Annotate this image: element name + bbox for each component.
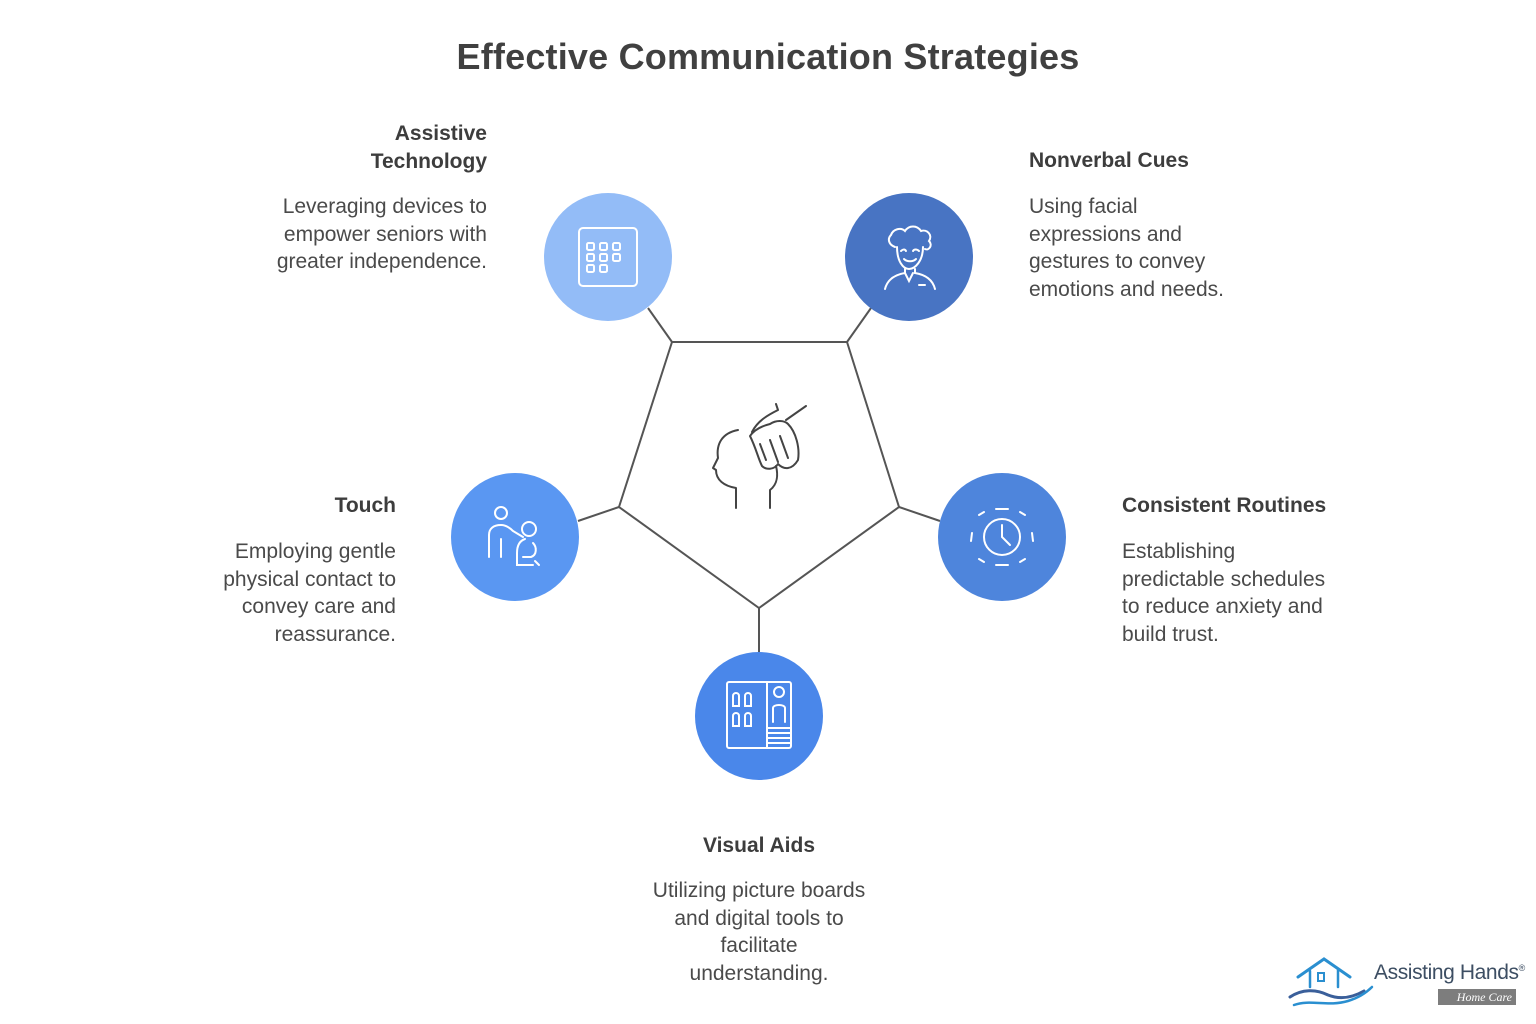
- picture-board-icon: [726, 681, 792, 749]
- elder-face-icon: [884, 225, 936, 290]
- caregiver-icon: [488, 506, 540, 566]
- clock-icon: [970, 508, 1034, 566]
- registered-mark: ®: [1518, 963, 1526, 973]
- connector-nonverbal-cues: [846, 307, 872, 343]
- consistent-routines-label: Consistent Routines: [1122, 494, 1327, 517]
- visual-aids-circle: [695, 652, 823, 780]
- consistent-routines-description: Establishing predictable schedules to re…: [1122, 540, 1326, 646]
- hand-on-head-icon: [712, 403, 807, 509]
- touch-description: Employing gentle physical contact to con…: [223, 540, 396, 646]
- logo-name: Assisting Hands®: [1374, 961, 1526, 984]
- assistive-technology-label: Assistive Technology: [370, 122, 487, 173]
- nonverbal-cues-circle: [845, 193, 973, 321]
- consistent-routines-circle: [938, 473, 1066, 601]
- tablet-icon: [578, 227, 638, 287]
- diagram-title: Effective Communication Strategies: [456, 36, 1080, 77]
- assistive-technology-circle: [544, 193, 672, 321]
- visual-aids-description: Utilizing picture boards and digital too…: [652, 879, 866, 985]
- central-pentagon: [617, 341, 901, 610]
- assistive-technology-description: Leveraging devices to empower seniors wi…: [276, 195, 487, 273]
- touch-label: Touch: [334, 494, 396, 517]
- house-hand-logo-icon: [1288, 957, 1374, 1007]
- visual-aids-label: Visual Aids: [702, 834, 816, 857]
- logo-subtitle: Home Care: [1438, 989, 1516, 1005]
- nonverbal-cues-description: Using facial expressions and gestures to…: [1029, 195, 1224, 301]
- connector-consistent-routines: [898, 506, 941, 522]
- connector-assistive-technology: [647, 307, 673, 343]
- touch-circle: [451, 473, 579, 601]
- assisting-hands-logo: Assisting Hands® Home Care: [1288, 955, 1528, 1015]
- nonverbal-cues-label: Nonverbal Cues: [1029, 149, 1189, 172]
- connector-touch: [577, 506, 620, 522]
